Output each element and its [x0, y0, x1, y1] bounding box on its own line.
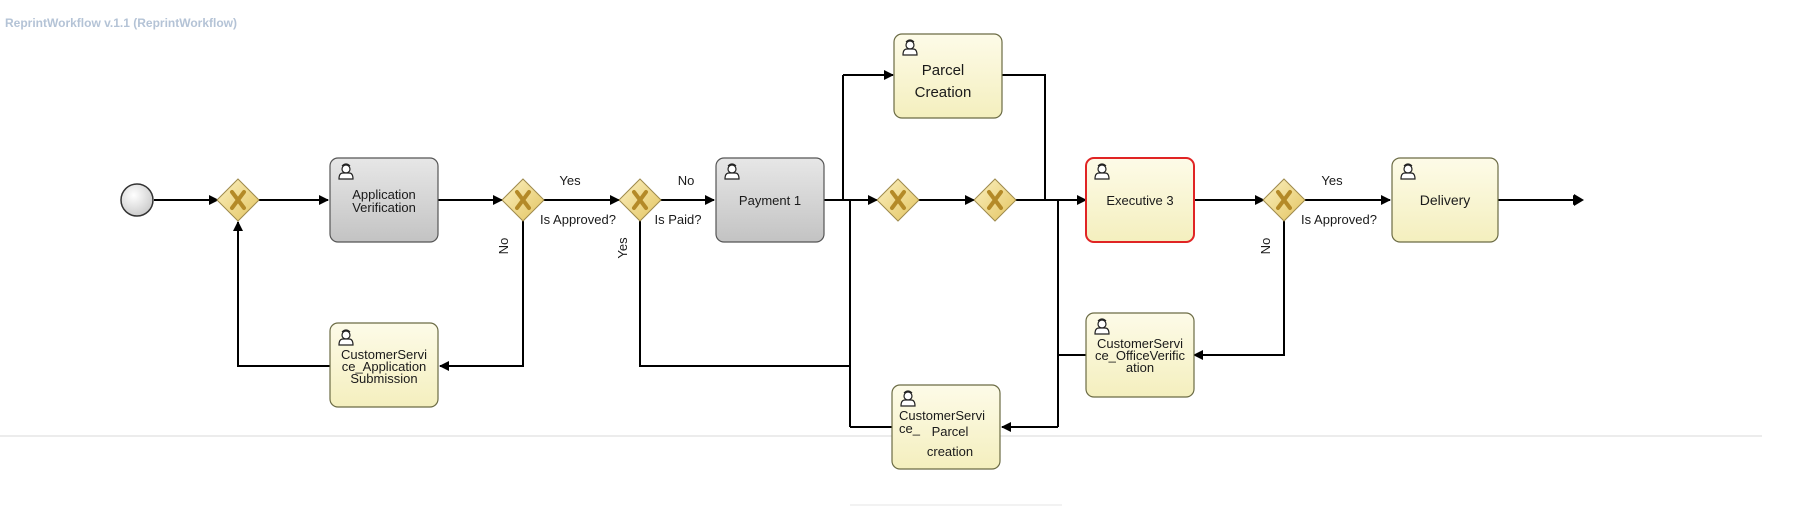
- gateway-is-approved-2[interactable]: [1262, 178, 1306, 222]
- gateway-label-is-approved: Is Approved?: [540, 212, 616, 227]
- flow-approved-2-no: [1193, 221, 1285, 360]
- diagram-title: ReprintWorkflow v.1.1 (ReprintWorkflow): [5, 16, 238, 30]
- task-cs-office-verification[interactable]: CustomerServi ce_OfficeVerific ation: [1085, 312, 1195, 398]
- task-label: CustomerServi: [1097, 336, 1183, 351]
- task-executive[interactable]: Executive 3: [1085, 157, 1195, 243]
- task-parcel-creation[interactable]: Parcel Creation: [893, 33, 1003, 119]
- flow-label-no: No: [496, 238, 511, 255]
- task-label: ce_: [899, 421, 921, 436]
- task-label: Payment 1: [739, 193, 801, 208]
- flow-resubmission: [233, 221, 330, 367]
- flow-label-no: No: [1258, 238, 1273, 255]
- task-label: Parcel: [922, 62, 965, 79]
- task-label: Submission: [350, 371, 417, 386]
- gateway-label-is-approved: Is Approved?: [1301, 212, 1377, 227]
- start-event[interactable]: [120, 183, 154, 217]
- gateway-is-paid[interactable]: [618, 178, 662, 222]
- task-label: CustomerServi: [341, 347, 427, 362]
- task-delivery[interactable]: Delivery: [1391, 157, 1499, 243]
- task-label: ation: [1126, 360, 1154, 375]
- task-label: Verification: [352, 200, 416, 215]
- flow-label-yes: Yes: [1321, 173, 1343, 188]
- task-label: ce_Application: [342, 359, 427, 374]
- flow-approved-no: [439, 221, 524, 371]
- gateway-a[interactable]: [876, 178, 920, 222]
- flow-label-yes: Yes: [559, 173, 581, 188]
- task-label: Creation: [915, 84, 972, 101]
- task-label: Executive 3: [1106, 193, 1173, 208]
- flow-label-yes: Yes: [615, 237, 630, 259]
- gateway-b[interactable]: [973, 178, 1017, 222]
- task-cs-application-submission[interactable]: CustomerServi ce_Application Submission: [329, 322, 439, 408]
- sequence-flows: [154, 70, 1583, 432]
- flow-paid-yes: [639, 221, 850, 367]
- task-label: Parcel: [932, 424, 969, 439]
- task-label: CustomerServi: [899, 408, 985, 423]
- task-label: Application: [352, 187, 416, 202]
- end-event[interactable]: [1574, 194, 1584, 206]
- gateway-label-is-paid: Is Paid?: [655, 212, 702, 227]
- gateway-is-approved[interactable]: [501, 178, 545, 222]
- task-cs-parcel-creation[interactable]: CustomerServi ce_ Parcel creation: [891, 384, 1001, 470]
- task-application-verification[interactable]: Application Verification: [329, 157, 439, 243]
- task-label: ce_OfficeVerific: [1095, 348, 1186, 363]
- flow-label-no: No: [678, 173, 695, 188]
- task-payment[interactable]: Payment 1: [715, 157, 825, 243]
- task-label: creation: [927, 444, 973, 459]
- flow-from-parcel-creation: [1002, 74, 1046, 200]
- task-label: Delivery: [1420, 192, 1471, 208]
- gateway-merge[interactable]: [216, 178, 260, 222]
